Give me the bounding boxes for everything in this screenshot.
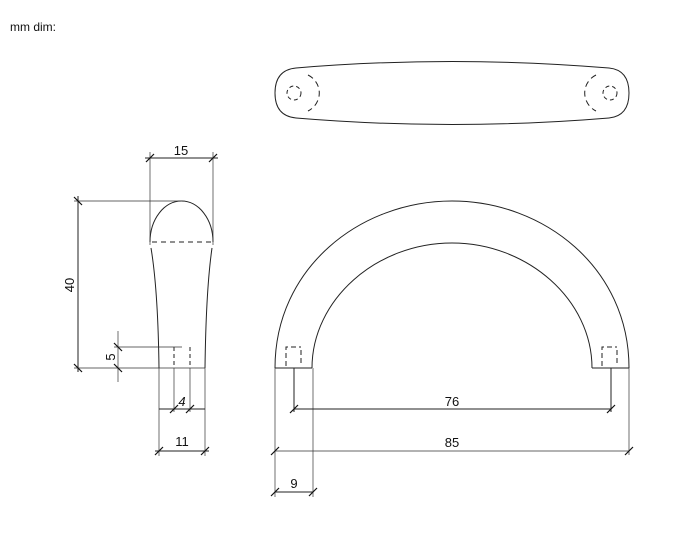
dim-label-base-11: 11 (175, 434, 189, 449)
front-view (270, 200, 634, 497)
units-caption: mm dim: (10, 20, 56, 34)
side-view (73, 152, 218, 456)
dim-label-leg-9: 9 (290, 476, 297, 491)
dim-label-spacing-76: 76 (445, 394, 459, 409)
dim-label-hole-4: 4 (178, 394, 185, 409)
dim-label-width-15: 15 (174, 143, 188, 158)
dim-label-length-85: 85 (445, 435, 459, 450)
dim-label-depth-5: 5 (103, 353, 118, 360)
top-view (274, 61, 630, 125)
dim-label-height-40: 40 (62, 278, 77, 292)
